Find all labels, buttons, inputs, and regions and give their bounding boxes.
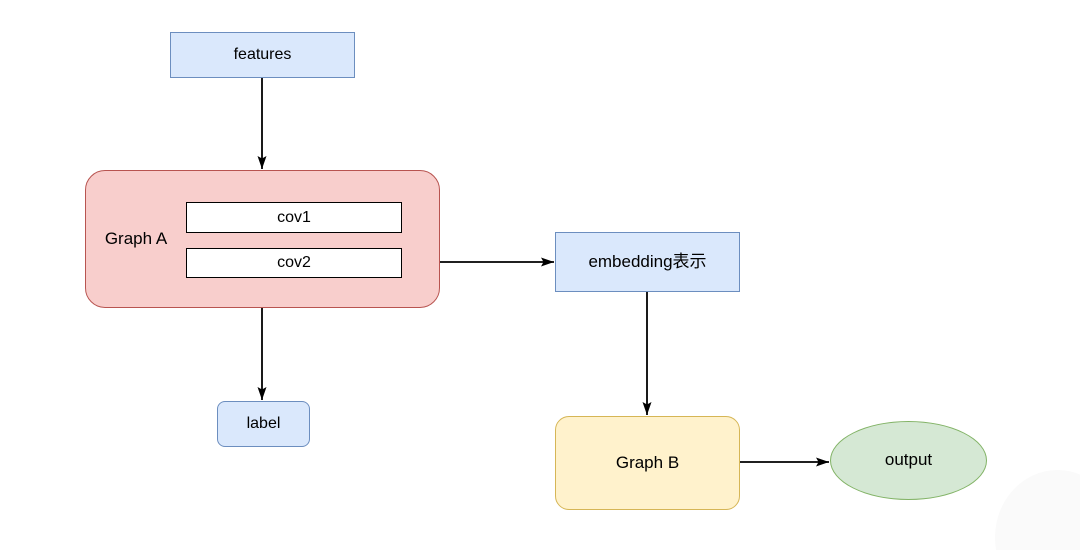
cov1-label: cov1 [277,208,311,226]
embedding-label: embedding表示 [588,251,707,271]
graph-b-node: Graph B [555,416,740,510]
features-node: features [170,32,355,78]
label-node: label [217,401,310,447]
graph-a-label: Graph A [104,228,168,248]
output-label: output [884,450,933,470]
corner-artifact [995,470,1080,550]
output-ellipse: output [830,421,987,500]
graph-a-container: Graph A cov1 cov2 [85,170,440,308]
graph-b-label: Graph B [615,452,680,472]
features-label: features [233,46,292,64]
cov2-label: cov2 [277,254,311,272]
cov1-box: cov1 [186,202,402,233]
embedding-node: embedding表示 [555,232,740,292]
label-node-label: label [246,415,281,433]
cov2-box: cov2 [186,248,402,278]
